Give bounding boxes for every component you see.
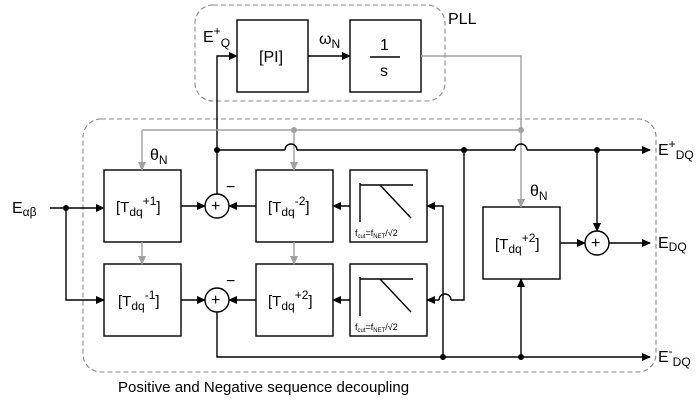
sum-bottom-plus: + xyxy=(211,292,220,309)
filter-top-response-icon xyxy=(359,183,413,222)
tdq-plus1-label: [Tdq+1] xyxy=(116,194,161,219)
neg-feedback-line xyxy=(426,202,444,357)
filter-bottom-cutoff-label: fcut=fNET/√2 xyxy=(355,322,398,334)
sum-top-minus: − xyxy=(226,179,235,196)
tdq-plus2-label: [Tdq+2] xyxy=(268,288,313,313)
integrator-numerator: 1 xyxy=(380,37,389,54)
tdq-plus2-output-label: [Tdq+2] xyxy=(495,231,540,256)
tdq-minus1-block xyxy=(103,263,182,337)
theta-label-left: θN xyxy=(150,147,168,167)
integrator-denominator: s xyxy=(380,63,388,80)
output-total-label: EDQ xyxy=(658,235,687,254)
lowpass-filter-top xyxy=(349,169,428,243)
input-label: Eαβ xyxy=(12,200,37,219)
sum-output-plus: + xyxy=(591,235,600,252)
eq-feedback-line xyxy=(216,52,238,150)
tdq-minus2-label: [Tdq-2] xyxy=(268,194,310,219)
tdq-plus2-block xyxy=(255,263,334,337)
decoupling-region xyxy=(82,118,657,373)
theta-pll-line xyxy=(421,55,525,208)
pos-feedback-line xyxy=(451,150,465,301)
neg-seq-output-line xyxy=(216,312,651,361)
filter-bottom-response-icon xyxy=(359,277,413,316)
pi-label: [PI] xyxy=(259,49,283,66)
decoupling-caption: Positive and Negative sequence decouplin… xyxy=(118,379,409,396)
tdq-plus2-output-block xyxy=(482,206,561,280)
sum-top-plus: + xyxy=(211,198,220,215)
eq-label: E+Q xyxy=(203,24,230,50)
theta-label-right: θN xyxy=(530,183,548,203)
input-line-bottom xyxy=(65,208,105,304)
sum-bottom-minus: − xyxy=(226,273,235,290)
filter-top-cutoff-label: fcut=fNET/√2 xyxy=(355,228,398,240)
output-pos-label: E+DQ xyxy=(658,137,694,162)
pll-region xyxy=(194,4,446,102)
tdq-minus1-label: [Tdq-1] xyxy=(118,288,160,313)
output-neg-label: E-DQ xyxy=(658,344,691,369)
integrator-block xyxy=(349,19,422,93)
omega-label: ωN xyxy=(319,31,340,51)
pll-label: PLL xyxy=(448,11,477,28)
